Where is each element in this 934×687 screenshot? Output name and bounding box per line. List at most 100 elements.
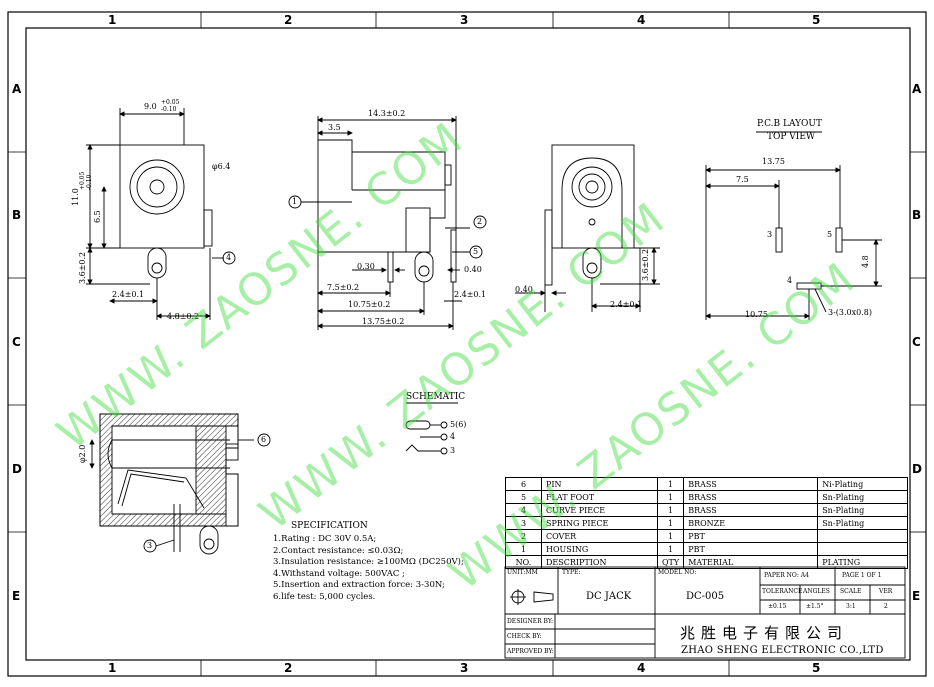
side-balloon-5: 5 [473, 247, 479, 256]
bom-row: 3 SPRING PIECE 1 BRONZE Sn-Plating [505, 516, 909, 530]
pcb-pad-3: 3 [767, 230, 773, 239]
front-dim-hole: φ6.4 [212, 162, 231, 171]
tb-tolerance-label: TOLERANCE [762, 588, 803, 595]
tb-angles-label: ANGLES [803, 588, 830, 595]
side-dim-step: 3.5 [328, 123, 341, 132]
pcb-dim-bottom: 10.75 [745, 310, 768, 319]
front-dim-width-tol-upper: +0.05 [161, 99, 180, 106]
side-balloon-1: 1 [292, 197, 298, 206]
row-label-d: D [12, 462, 22, 476]
pcb-dim-first: 7.5 [736, 175, 749, 184]
schematic-label-5-6: 5(6) [450, 420, 467, 429]
bom-header-material: MATERIAL [683, 555, 819, 569]
bom-plating: Sn-Plating [817, 503, 909, 517]
schematic-label-4: 4 [450, 432, 456, 441]
col-label-4: 4 [637, 13, 646, 27]
section-balloon-3: 3 [147, 541, 153, 550]
spec-line-6: 6.life test: 5,000 cycles. [273, 591, 376, 602]
bom-plating [817, 542, 909, 556]
side-balloon-2: 2 [477, 217, 483, 226]
tb-model-value: DC-005 [686, 591, 725, 602]
col-label-5-bottom: 5 [812, 661, 821, 675]
front-dim-pin-offset: 2.4±0.1 [112, 290, 145, 299]
pcb-slot-note: 3-(3.0x0.8) [828, 308, 872, 317]
side-dim-pin-width: 2.4±0.1 [454, 290, 487, 299]
col-label-5: 5 [812, 13, 821, 27]
tb-type-label: TYPE: [562, 569, 581, 576]
col-label-2: 2 [284, 13, 293, 27]
side-view [288, 116, 487, 330]
col-label-3-bottom: 3 [460, 661, 469, 675]
tb-scale-value: 3:1 [846, 603, 856, 610]
row-label-a: A [12, 82, 22, 96]
tb-model-label: MODEL NO: [658, 569, 697, 576]
tb-paper: PAPER NO: A4 [764, 572, 809, 579]
tb-ver-label: VER [879, 588, 893, 595]
pcb-layout [705, 131, 882, 320]
pcb-title: P.C.B LAYOUT [757, 119, 823, 129]
bom-row: 5 FLAT FOOT 1 BRASS Sn-Plating [505, 490, 909, 504]
pcb-dim-height: 4.8 [861, 255, 870, 268]
bom-material: PBT [683, 529, 819, 543]
section-view [89, 413, 271, 555]
col-label-4-bottom: 4 [637, 661, 646, 675]
row-label-b: B [12, 208, 22, 222]
bom-qty: 1 [656, 542, 685, 556]
front-view [86, 108, 236, 320]
specification-title: SPECIFICATION [291, 521, 368, 531]
bom-table: 6 PIN 1 BRASS Ni-Plating 5 FLAT FOOT 1 B… [505, 477, 909, 569]
front-dim-pin-pitch: 4.8±0.2 [167, 312, 200, 321]
bom-material: BRASS [683, 503, 819, 517]
bom-header-desc: DESCRIPTION [541, 555, 658, 569]
row-label-c: C [12, 335, 21, 349]
rear-dim-pin-offset: 2.4±0.1 [610, 300, 643, 309]
spec-line-4: 4.Withstand voltage: 500VAC ; [273, 568, 405, 579]
bom-row: 6 PIN 1 BRASS Ni-Plating [505, 477, 909, 491]
tb-tolerance-value: ±0.15 [768, 603, 787, 610]
bom-qty: 1 [656, 516, 685, 530]
col-label-1: 1 [108, 13, 117, 27]
rear-view [515, 144, 660, 312]
row-label-c-right: C [912, 335, 921, 349]
tb-unit: UNIT:MM [507, 569, 538, 576]
pcb-pad-4: 4 [787, 276, 793, 285]
pcb-dim-overall: 13.75 [762, 157, 785, 166]
bom-qty: 1 [656, 503, 685, 517]
tb-ver-value: 2 [884, 603, 888, 610]
bom-plating: Sn-Plating [817, 516, 909, 530]
front-dim-width: 9.0 [144, 102, 157, 111]
tb-check: CHECK BY: [507, 633, 542, 640]
side-dim-pin-pos-1: 7.5±0.2 [327, 283, 360, 292]
tb-page: PAGE 1 OF 1 [842, 572, 882, 579]
bom-plating: Sn-Plating [817, 490, 909, 504]
specification-list: 1.Rating : DC 30V 0.5A; 2.Contact resist… [273, 534, 464, 603]
spec-line-1: 1.Rating : DC 30V 0.5A; [273, 534, 377, 544]
bom-material: PBT [683, 542, 819, 556]
side-dim-pin-thick-1: 0.30 [357, 262, 375, 271]
bom-qty: 1 [656, 477, 685, 491]
tb-designer: DESIGNER BY: [507, 618, 554, 625]
bom-plating [817, 529, 909, 543]
pcb-pad-5: 5 [827, 230, 833, 239]
bom-qty: 1 [656, 490, 685, 504]
bom-material: BRASS [683, 477, 819, 491]
section-balloon-6: 6 [261, 435, 267, 444]
row-label-e-right: E [912, 589, 921, 603]
bom-qty: 1 [656, 529, 685, 543]
side-dim-pin-pos-2: 10.75±0.2 [348, 300, 391, 309]
tb-type-value: DC JACK [586, 591, 632, 602]
row-label-d-right: D [912, 462, 922, 476]
bom-header-qty: QTY [656, 555, 685, 569]
side-dim-pin-thick-2: 0.40 [464, 265, 482, 274]
bom-desc: HOUSING [541, 542, 658, 556]
front-dim-height-tol-lower: -0.10 [86, 174, 93, 190]
pcb-subtitle: TOP VIEW [767, 132, 816, 142]
row-label-b-right: B [912, 208, 922, 222]
col-label-3: 3 [460, 13, 469, 27]
front-dim-height: 11.0 [71, 188, 80, 206]
company-name-en: ZHAO SHENG ELECTRONIC CO.,LTD [681, 645, 884, 656]
tb-approved: APPROVED BY: [507, 648, 554, 655]
